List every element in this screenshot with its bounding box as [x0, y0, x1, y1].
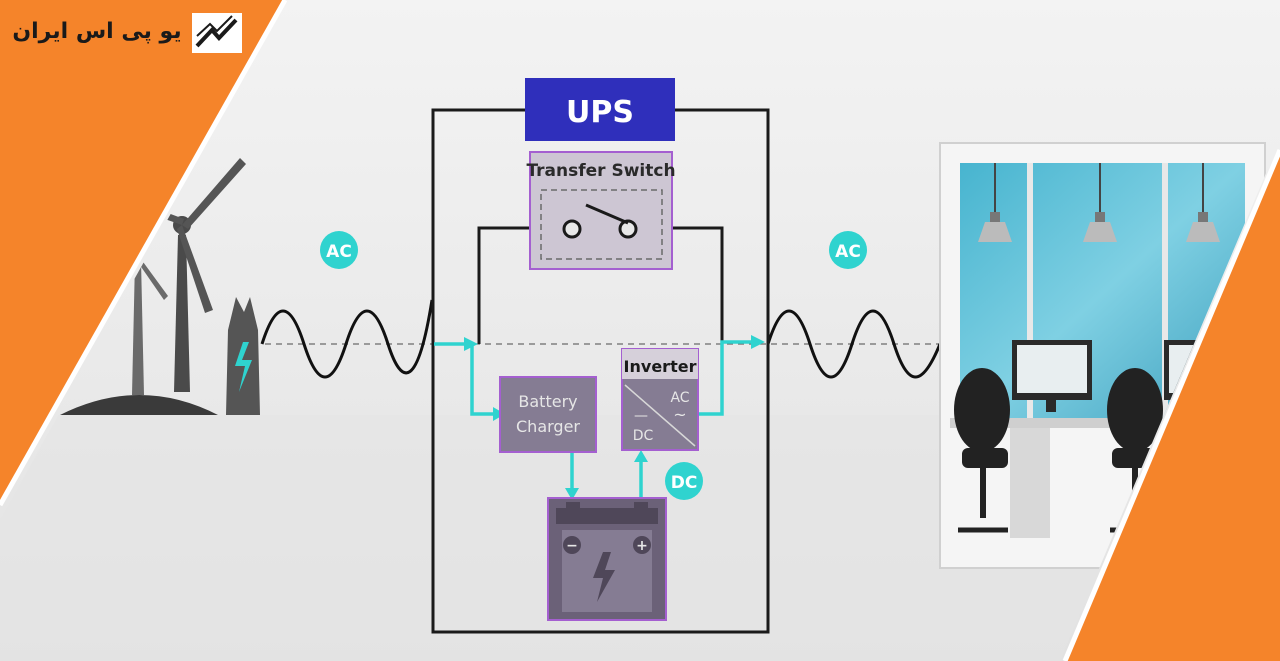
frame-edge-left — [0, 0, 288, 507]
ac-badge-right — [829, 231, 867, 269]
ups-header — [525, 78, 675, 141]
battery-icon — [547, 497, 667, 621]
battery-plus-terminal: + — [636, 538, 648, 554]
brand-logo — [192, 13, 242, 53]
frame-edge-right — [1062, 149, 1280, 661]
ac-badge-right-label: AC — [835, 242, 861, 262]
ac-wave-input — [260, 299, 434, 379]
dc-badge — [665, 462, 703, 500]
inverter-ac-symbol: ~ — [673, 405, 686, 424]
inverter-divider — [624, 384, 696, 447]
dc-badge-label: DC — [671, 473, 698, 493]
inverter-label: Inverter — [624, 357, 697, 376]
ac-wave-output — [766, 309, 942, 379]
switch-symbol — [562, 203, 638, 239]
transfer-switch-inner — [540, 189, 663, 260]
inverter-dc-symbol: — — [634, 408, 648, 424]
battery-minus-terminal: − — [566, 538, 578, 554]
inverter-ac-label: AC — [670, 390, 689, 406]
power-flow-arrows — [434, 340, 752, 500]
battery-charger-line-2: Charger — [516, 417, 580, 436]
brand-logo-text: یو پی اس ایران — [12, 19, 182, 44]
ups-title: UPS — [566, 95, 634, 130]
ac-badge-left-label: AC — [326, 242, 352, 262]
ac-badge-left — [320, 231, 358, 269]
inverter-dc-label: DC — [633, 428, 654, 444]
power-plant-icon — [226, 297, 260, 415]
battery-charger-box — [499, 376, 597, 453]
arrow-heads — [464, 335, 765, 500]
transfer-switch-label: Transfer Switch — [526, 161, 675, 181]
battery-charger-line-1: Battery — [518, 392, 577, 411]
inverter-header — [622, 349, 698, 379]
